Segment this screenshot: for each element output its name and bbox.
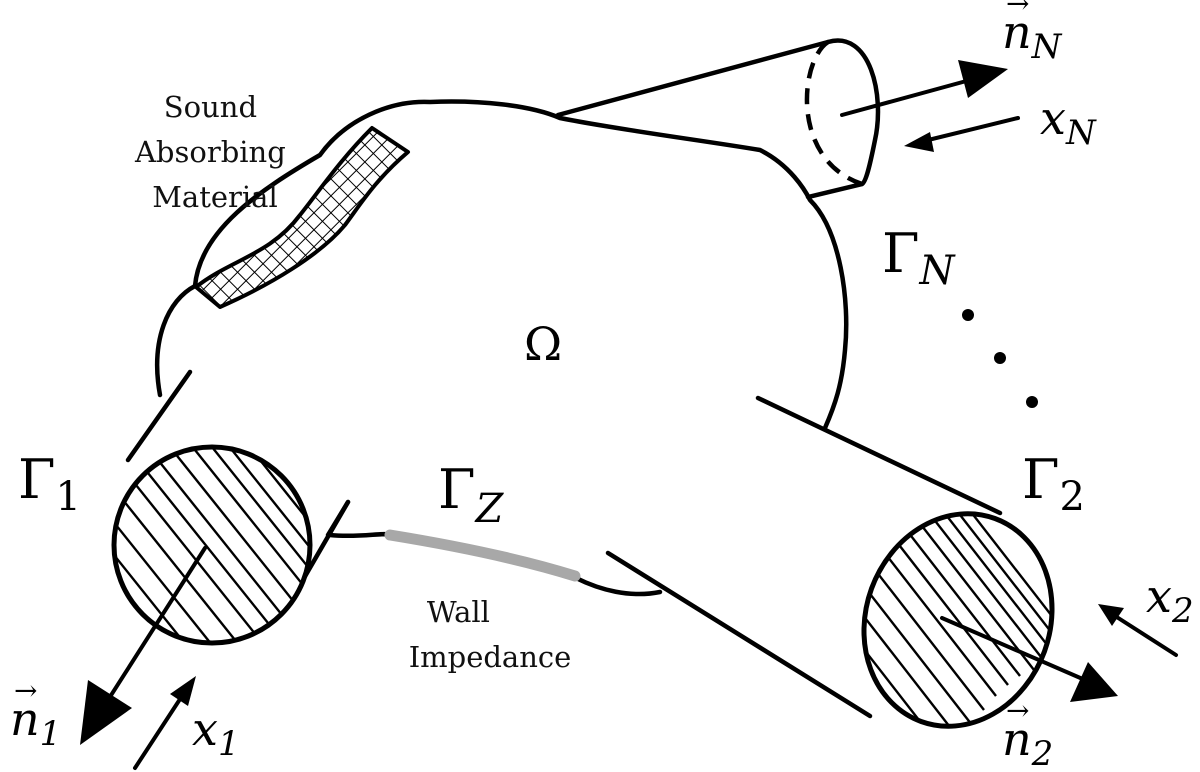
gamma-1-label: Γ1 [18,448,81,520]
svg-text:n1: n1 [10,692,61,754]
gamma-n-label: ΓN [882,222,956,294]
arrow-xn-shaft [918,116,1020,144]
arrow-x1-head [170,676,196,706]
arrow-n1-shaft [106,546,207,702]
arrow-nn-shaft [840,78,972,117]
port-n-hidden-edge [804,40,863,187]
domain-boundary-lower [327,531,663,597]
arrow-x2-shaft [1110,612,1178,657]
xn-label: xN [1040,91,1097,153]
arrow-n1-head [80,680,132,745]
wall-impedance-note: Wall Impedance [409,595,572,674]
n2-label: n2 → [1002,694,1053,772]
absorbing-note-line-3: Material [152,180,278,214]
arrow-xn-head [904,132,934,152]
x1-label: x1 [192,702,240,764]
port-2 [605,395,1082,753]
svg-text:x1: x1 [192,702,240,764]
arrow-n2-head [1070,662,1118,702]
absorbing-material-note: Sound Absorbing Material [134,90,295,214]
impedance-note-line-2: Impedance [409,640,572,674]
port-n [555,38,881,200]
svg-text:x2: x2 [1146,569,1194,631]
svg-text:n2: n2 [1002,712,1053,772]
svg-text:xN: xN [1040,91,1097,153]
arrows [80,60,1178,770]
wall-impedance-segment [384,529,581,582]
n1-label: n1 → [10,674,61,754]
absorbing-note-line-1: Sound [164,90,257,124]
ellipsis-dots [962,309,1038,408]
gamma-2-label: Γ2 [1022,448,1085,520]
arrow-x2-head [1098,604,1124,626]
port-1 [111,369,351,646]
domain-boundary [154,99,849,431]
n1-arrow-accent: → [14,674,37,707]
arrow-nn-head [958,60,1008,98]
domain-label: Ω [524,317,562,371]
nn-label: nN → [1002,0,1063,67]
n2-arrow-accent: → [1006,694,1029,727]
arrow-x1-shaft [133,691,186,770]
arrow-n2-shaft [940,616,1087,682]
x2-label: x2 [1146,569,1194,631]
impedance-note-line-1: Wall [427,595,490,629]
absorbing-note-line-2: Absorbing [134,135,286,169]
gamma-z-label: ΓZ [438,458,504,532]
nn-arrow-accent: → [1006,0,1029,20]
svg-text:nN: nN [1002,5,1063,67]
absorbing-material-patch [194,126,410,309]
